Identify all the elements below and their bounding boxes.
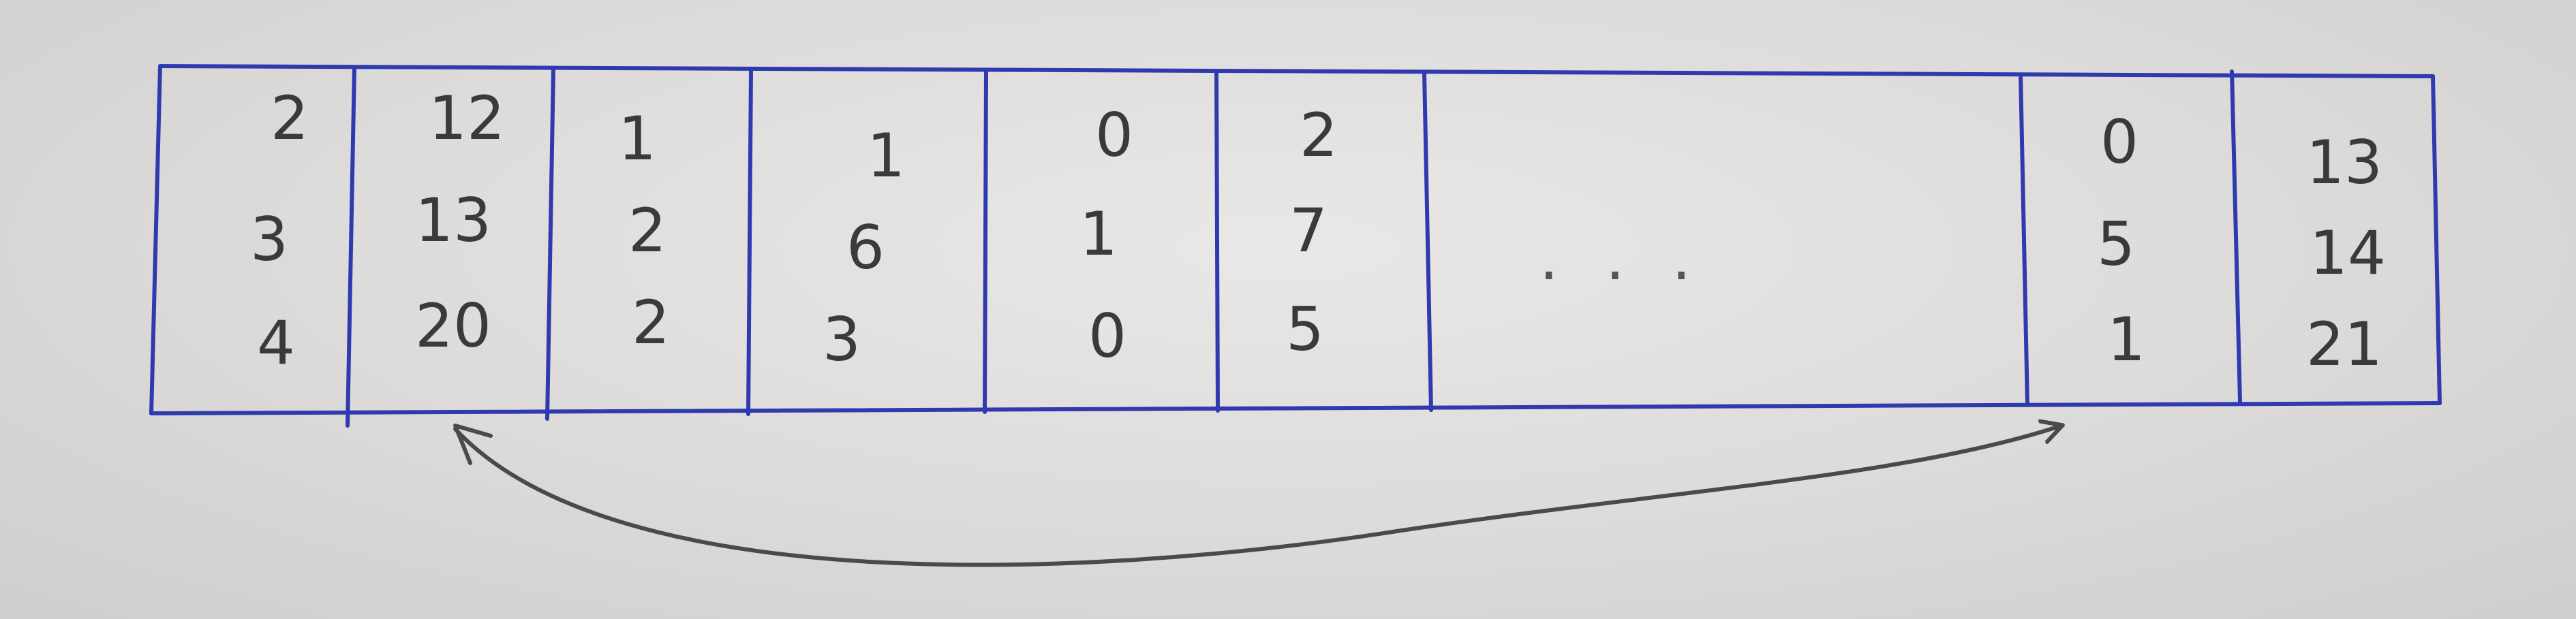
frame-bottom-edge	[149, 401, 2442, 415]
cell-0-2: 4	[257, 308, 295, 378]
cell-2-0: 1	[618, 104, 656, 174]
swap-arrow-head-left	[453, 424, 493, 465]
cell-5-0: 2	[1300, 100, 1338, 170]
frame-top-edge	[158, 64, 2435, 78]
divider-5	[1214, 71, 1220, 413]
cell-4-2: 0	[1088, 301, 1126, 371]
frame-left-edge	[149, 64, 162, 415]
cell-7-1: 14	[2310, 218, 2386, 288]
cell-dividers	[346, 66, 2242, 428]
cell-2-1: 2	[628, 195, 666, 266]
swap-arrow-curve	[453, 426, 2061, 567]
cell-5-1: 7	[1289, 195, 1328, 266]
array-frame	[149, 64, 2442, 415]
cell-1-0: 12	[429, 83, 505, 153]
cell-3-2: 3	[823, 304, 861, 375]
cell-1-2: 20	[415, 291, 491, 361]
frame-right-edge	[2431, 74, 2442, 405]
cell-1-1: 13	[415, 185, 491, 255]
ellipsis-cell: . . .	[1539, 223, 1704, 294]
cell-3-1: 6	[846, 212, 885, 283]
cell-5-2: 5	[1286, 294, 1324, 364]
cell-4-0: 0	[1095, 100, 1133, 170]
cell-2-2: 2	[632, 287, 670, 358]
divider-1	[346, 66, 356, 428]
divider-6	[1422, 72, 1433, 412]
cell-6-1: 5	[2097, 209, 2135, 279]
cell-0-0: 2	[271, 83, 309, 153]
cell-3-0: 1	[867, 121, 905, 191]
array-cells: 2 3 4 12 13 20 1 2 2 1 6 3 0 1 0 2 7 5 .…	[250, 83, 2386, 379]
cell-4-1: 1	[1079, 199, 1118, 269]
divider-3	[746, 69, 753, 416]
swap-arrow	[453, 424, 2061, 567]
cell-0-1: 3	[250, 204, 288, 274]
cell-7-2: 21	[2306, 309, 2382, 379]
cell-6-2: 1	[2107, 304, 2145, 375]
divider-2	[545, 68, 555, 421]
divider-4	[983, 70, 988, 414]
cell-6-0: 0	[2100, 107, 2138, 177]
cell-7-0: 13	[2306, 127, 2382, 197]
divider-7	[2019, 73, 2029, 407]
divider-8	[2230, 69, 2242, 404]
